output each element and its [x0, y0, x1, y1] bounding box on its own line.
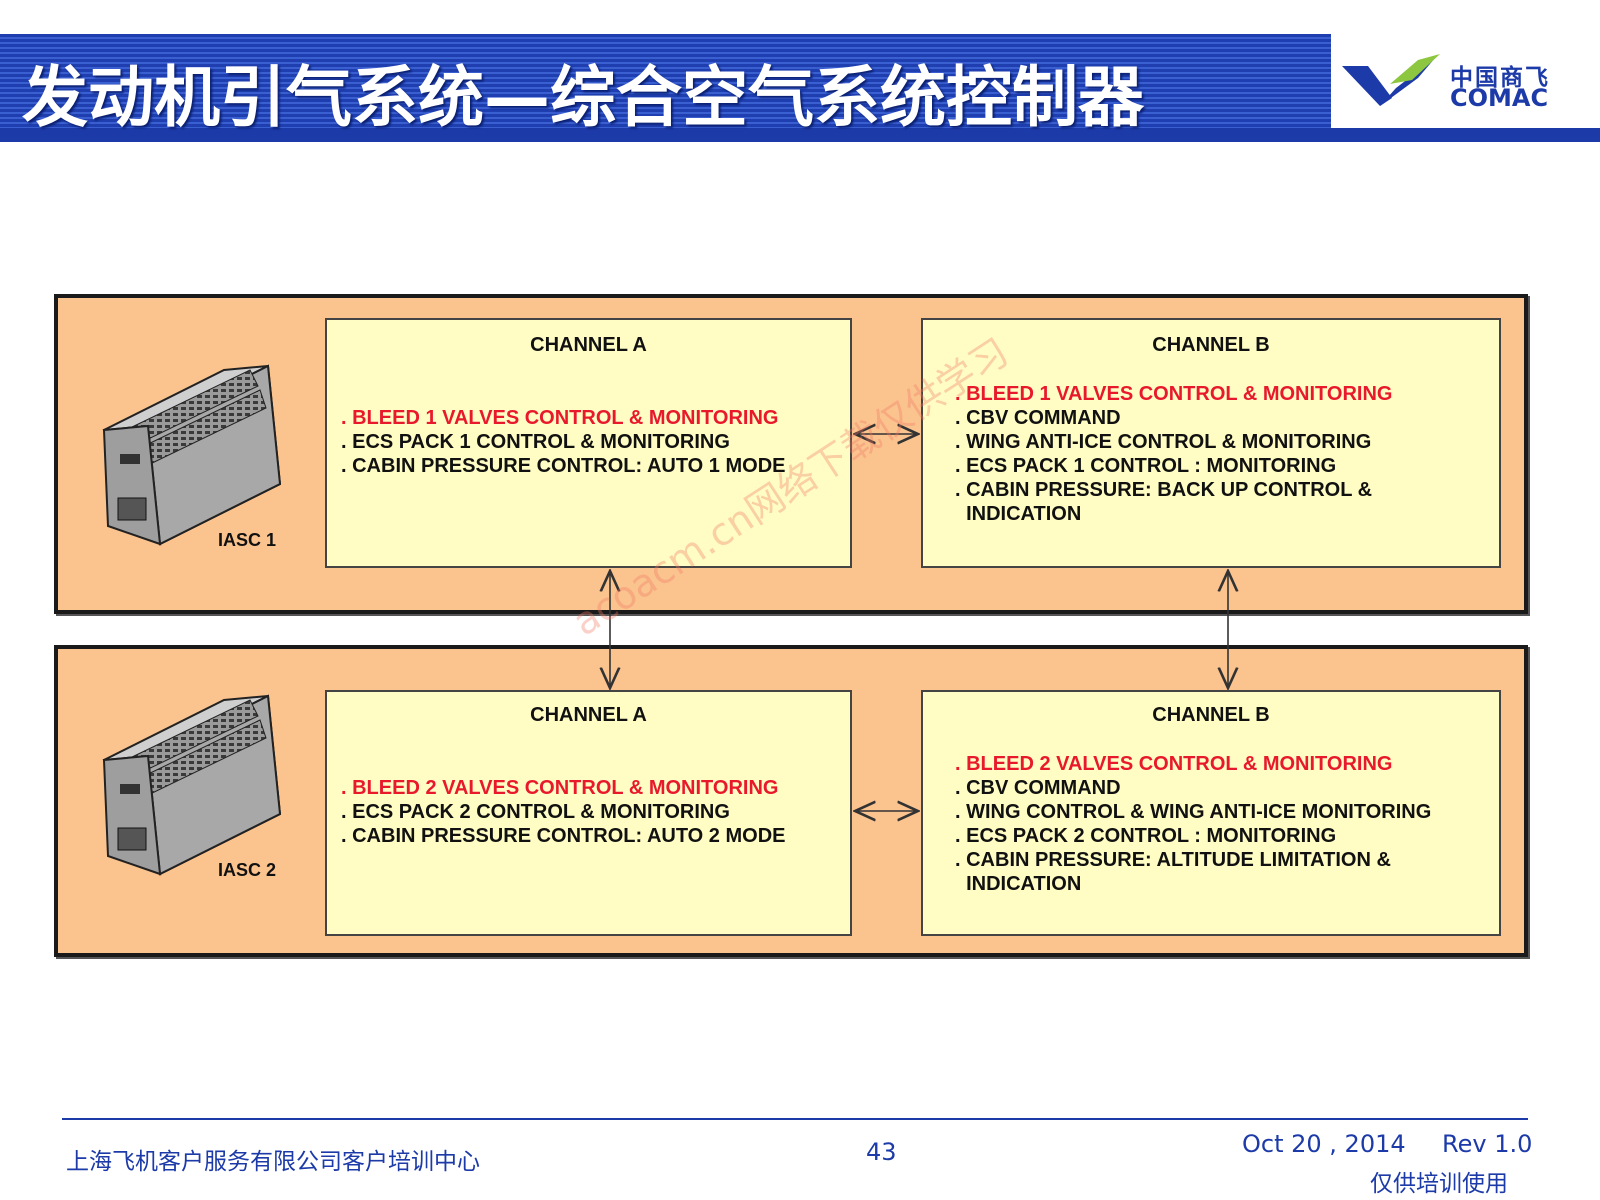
title-bar	[0, 34, 1331, 142]
channel-line: . CABIN PRESSURE: BACK UP CONTROL &	[955, 479, 1373, 501]
channel-line: . ECS PACK 2 CONTROL & MONITORING	[341, 801, 730, 823]
channel-title: CHANNEL B	[1152, 704, 1270, 726]
channel-line: INDICATION	[955, 873, 1082, 895]
channel-title: CHANNEL A	[530, 704, 647, 726]
footer-note: 仅供培训使用	[1370, 1171, 1508, 1197]
channel-line: . WING ANTI-ICE CONTROL & MONITORING	[955, 431, 1372, 453]
channel-line: . ECS PACK 1 CONTROL : MONITORING	[955, 455, 1337, 477]
channel-title: CHANNEL A	[530, 334, 647, 356]
iasc-1-channel-b: CHANNEL B . BLEED 1 VALVES CONTROL & MON…	[921, 318, 1501, 568]
title-underline	[0, 128, 1600, 142]
comac-logo: 中国商飞 COMAC	[1340, 48, 1590, 118]
iasc-2-channel-a: CHANNEL A . BLEED 2 VALVES CONTROL & MON…	[325, 690, 852, 936]
iasc-1-channel-a: CHANNEL A . BLEED 1 VALVES CONTROL & MON…	[325, 318, 852, 568]
channel-line: INDICATION	[955, 503, 1082, 525]
channel-line: . BLEED 2 VALVES CONTROL & MONITORING	[955, 753, 1393, 775]
channel-line: . WING CONTROL & WING ANTI-ICE MONITORIN…	[955, 801, 1432, 823]
channel-line: . CBV COMMAND	[955, 777, 1121, 799]
channel-line: . CBV COMMAND	[955, 407, 1121, 429]
footer-divider	[62, 1118, 1528, 1120]
channel-line: . BLEED 2 VALVES CONTROL & MONITORING	[341, 777, 779, 799]
iasc-1-label: IASC 1	[218, 530, 277, 550]
channel-line: . ECS PACK 1 CONTROL & MONITORING	[341, 431, 730, 453]
footer-date: Oct 20 , 2014	[1242, 1130, 1406, 1158]
comac-logo-icon	[1342, 54, 1440, 106]
logo-text-en: COMAC	[1450, 84, 1549, 112]
iasc-2-channel-b: CHANNEL B . BLEED 2 VALVES CONTROL & MON…	[921, 690, 1501, 936]
iasc-1-computer-icon	[102, 364, 282, 546]
channel-line: . BLEED 1 VALVES CONTROL & MONITORING	[341, 407, 779, 429]
logo-text-cn: 中国商飞	[1450, 65, 1550, 91]
channel-line: . CABIN PRESSURE CONTROL: AUTO 1 MODE	[341, 455, 786, 477]
channel-line: . CABIN PRESSURE CONTROL: AUTO 2 MODE	[341, 825, 786, 847]
page-number: 43	[866, 1138, 897, 1166]
iasc-2-label: IASC 2	[218, 860, 277, 880]
channel-title: CHANNEL B	[1152, 334, 1270, 356]
channel-line: . BLEED 1 VALVES CONTROL & MONITORING	[955, 383, 1393, 405]
iasc-2-computer-icon	[102, 694, 282, 876]
footer-revision: Rev 1.0	[1442, 1130, 1533, 1158]
footer-organization: 上海飞机客户服务有限公司客户培训中心	[66, 1149, 480, 1175]
channel-line: . CABIN PRESSURE: ALTITUDE LIMITATION &	[955, 849, 1391, 871]
page-title: 发动机引气系统—综合空气系统控制器	[22, 59, 1144, 136]
channel-line: . ECS PACK 2 CONTROL : MONITORING	[955, 825, 1337, 847]
